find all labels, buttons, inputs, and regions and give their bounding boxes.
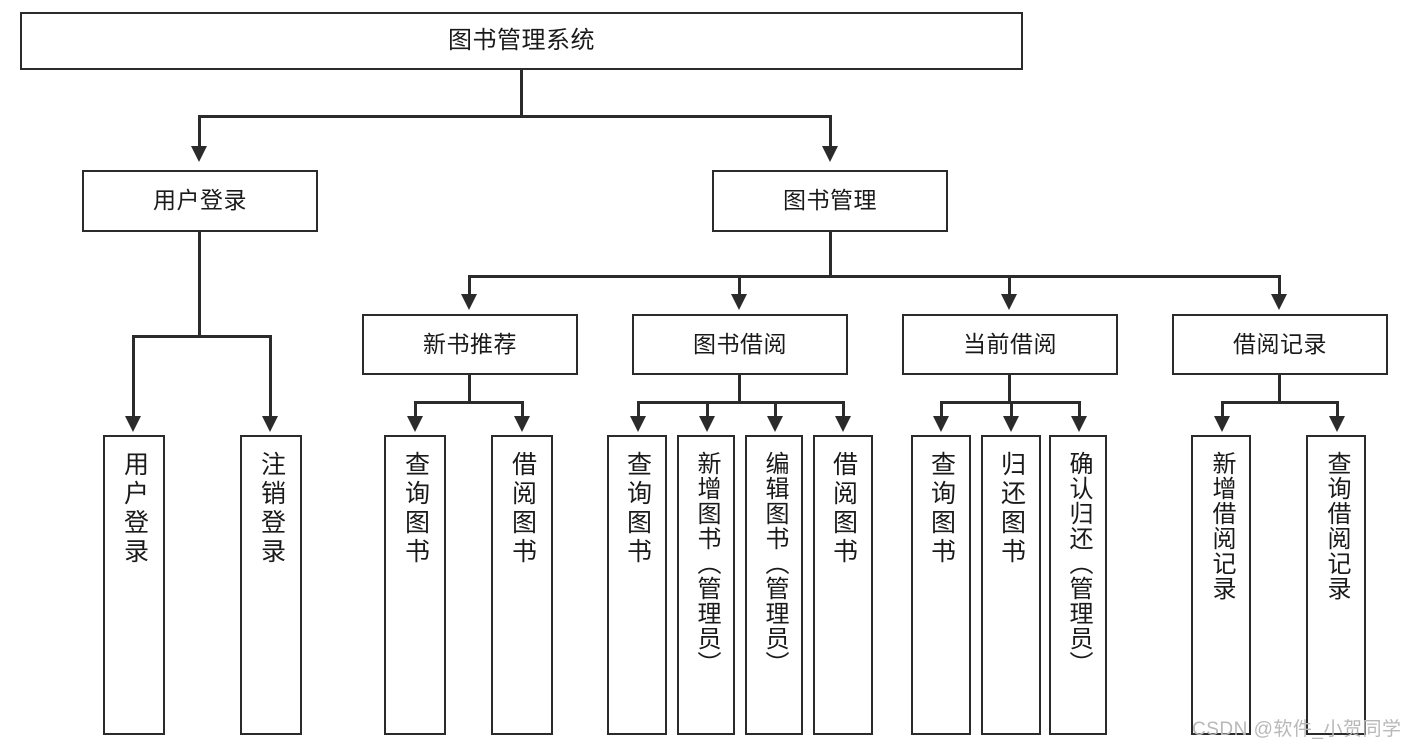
connector-book-borrow-leaf2 (706, 401, 709, 418)
connector-user-login-leaf1 (132, 335, 135, 418)
node-label: 新书推荐 (423, 330, 517, 357)
watermark-text: CSDN @软件_小贺同学 (1192, 719, 1402, 740)
node-label: 新增图书（管理员） (693, 451, 720, 676)
arrow-to-user-login (191, 146, 207, 162)
connector-borrow-record-stem (1278, 375, 1281, 403)
connector-to-book-manage (829, 115, 832, 148)
node-label: 新增借阅记录 (1208, 451, 1235, 601)
arrow-borrow-record-leaf2 (1329, 416, 1345, 432)
node-label: 当前借阅 (963, 330, 1057, 357)
leaf-node-edit-book[interactable]: 编辑图书（管理员） (745, 435, 803, 735)
arrow-to-current-borrow (1001, 294, 1017, 310)
connector-book-borrow-stem (738, 375, 741, 403)
arrow-new-book-leaf2 (514, 416, 530, 432)
connector-book-borrow-bar (637, 401, 845, 404)
arrow-book-borrow-leaf2 (699, 416, 715, 432)
connector-new-book-bar (414, 401, 524, 404)
node-label: 归还图书 (997, 451, 1026, 567)
leaf-node-query-book-borrow[interactable]: 查询图书 (607, 435, 667, 735)
node-label: 用户登录 (153, 187, 247, 214)
connector-new-book-stem (468, 375, 471, 403)
connector-book-manage-stem (829, 232, 832, 277)
leaf-node-confirm-return[interactable]: 确认归还（管理员） (1049, 435, 1107, 735)
connector-current-borrow-leaf2 (1010, 401, 1013, 418)
arrow-borrow-record-leaf1 (1214, 416, 1230, 432)
connector-new-book-leaf1 (414, 401, 417, 418)
connector-borrow-record-leaf1 (1221, 401, 1224, 418)
connector-current-borrow-stem (1008, 375, 1011, 403)
connector-user-login-stem (198, 232, 201, 335)
arrow-new-book-leaf1 (407, 416, 423, 432)
leaf-node-query-book-recommend[interactable]: 查询图书 (384, 435, 446, 735)
connector-root-bar (198, 115, 832, 118)
node-label: 编辑图书（管理员） (761, 451, 788, 676)
arrow-to-new-book (461, 294, 477, 310)
node-root-book-management-system[interactable]: 图书管理系统 (20, 12, 1023, 70)
arrow-book-borrow-leaf4 (835, 416, 851, 432)
node-borrow-record[interactable]: 借阅记录 (1172, 314, 1388, 375)
connector-to-current-borrow (1008, 275, 1011, 296)
arrow-to-borrow-record (1271, 294, 1287, 310)
arrow-to-book-borrow (731, 294, 747, 310)
node-user-login[interactable]: 用户登录 (82, 170, 318, 232)
connector-current-borrow-leaf1 (940, 401, 943, 418)
leaf-node-user-login[interactable]: 用户登录 (103, 435, 165, 735)
node-label: 注销登录 (257, 451, 286, 567)
leaf-node-query-borrow-record[interactable]: 查询借阅记录 (1306, 435, 1366, 735)
node-current-borrow[interactable]: 当前借阅 (902, 314, 1118, 375)
arrow-to-book-manage (822, 146, 838, 162)
connector-to-book-borrow (738, 275, 741, 296)
node-book-management[interactable]: 图书管理 (712, 170, 948, 232)
connector-borrow-record-bar (1221, 401, 1339, 404)
node-label: 图书借阅 (693, 330, 787, 357)
arrow-user-login-leaf2 (262, 416, 278, 432)
arrow-book-borrow-leaf3 (767, 416, 783, 432)
connector-new-book-leaf2 (521, 401, 524, 418)
arrow-current-borrow-leaf2 (1003, 416, 1019, 432)
node-label: 查询图书 (401, 451, 430, 567)
node-label: 查询图书 (623, 451, 652, 567)
arrow-user-login-leaf1 (125, 416, 141, 432)
arrow-book-borrow-leaf1 (630, 416, 646, 432)
leaf-node-logout-login[interactable]: 注销登录 (240, 435, 302, 735)
node-book-borrow[interactable]: 图书借阅 (632, 314, 848, 375)
connector-user-login-bar (132, 335, 269, 338)
node-new-book-recommend[interactable]: 新书推荐 (362, 314, 578, 375)
leaf-node-add-borrow-record[interactable]: 新增借阅记录 (1191, 435, 1251, 735)
arrow-current-borrow-leaf1 (933, 416, 949, 432)
connector-current-borrow-leaf3 (1078, 401, 1081, 418)
connector-book-borrow-leaf4 (842, 401, 845, 418)
leaf-node-query-book-current[interactable]: 查询图书 (911, 435, 971, 735)
node-label: 图书管理系统 (448, 26, 595, 54)
node-label: 借阅图书 (829, 451, 858, 567)
connector-book-borrow-leaf3 (774, 401, 777, 418)
connector-root-stem (520, 70, 523, 115)
node-label: 借阅记录 (1233, 330, 1327, 357)
connector-book-borrow-leaf1 (637, 401, 640, 418)
connector-book-manage-bar (468, 275, 1280, 278)
connector-borrow-record-leaf2 (1336, 401, 1339, 418)
arrow-current-borrow-leaf3 (1071, 416, 1087, 432)
node-label: 图书管理 (783, 187, 877, 214)
node-label: 用户登录 (120, 451, 149, 567)
leaf-node-borrow-book[interactable]: 借阅图书 (813, 435, 873, 735)
connector-to-borrow-record (1278, 275, 1281, 296)
node-label: 查询图书 (927, 451, 956, 567)
node-label: 查询借阅记录 (1323, 451, 1350, 601)
connector-to-new-book (468, 275, 471, 296)
connector-user-login-leaf2 (269, 335, 272, 418)
node-label: 借阅图书 (508, 451, 537, 567)
leaf-node-return-book[interactable]: 归还图书 (981, 435, 1041, 735)
connector-to-user-login (198, 115, 201, 148)
leaf-node-borrow-book-recommend[interactable]: 借阅图书 (491, 435, 553, 735)
node-label: 确认归还（管理员） (1065, 451, 1092, 676)
leaf-node-add-book[interactable]: 新增图书（管理员） (677, 435, 735, 735)
